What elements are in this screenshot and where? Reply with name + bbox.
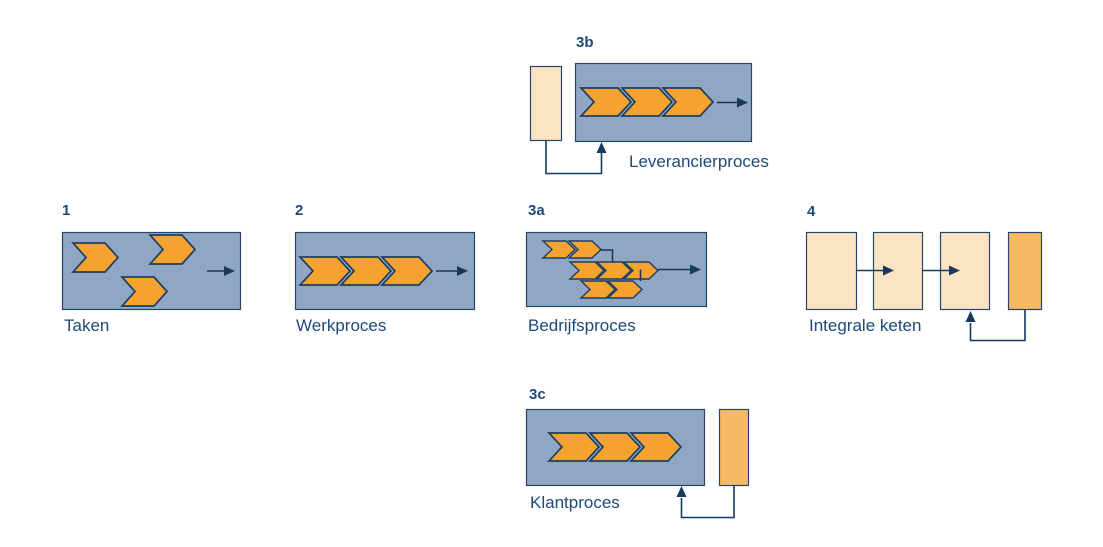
- chevron-process-arrow-icon: [541, 240, 577, 259]
- flow-arrow-icon: [923, 265, 960, 276]
- group-taken: [61, 231, 242, 311]
- werkproces-label: Werkproces: [296, 316, 387, 335]
- group-leverancierproces: [529, 62, 753, 175]
- werkproces-chevron-icons: [298, 256, 434, 286]
- flow-arrow-icon: [658, 264, 701, 275]
- chain-box-1: [805, 231, 858, 311]
- group-integrale-keten: [805, 231, 1043, 342]
- bedrijfsproces-number: 3a: [528, 202, 545, 219]
- chevron-process-arrow-icon: [620, 87, 674, 117]
- chevron-process-arrow-icon: [606, 280, 644, 299]
- row1-to-row2-connector: [601, 249, 614, 262]
- chevron-process-arrow-icon: [339, 256, 393, 286]
- chain-box-4: [1007, 231, 1043, 311]
- bedrijfsproces-row1-chevron-icons: [541, 240, 603, 259]
- chevron-process-arrow-icon: [120, 276, 169, 307]
- chevron-process-arrow-icon: [629, 432, 683, 462]
- chevron-process-arrow-icon: [588, 432, 642, 462]
- leverancierproces-chevron-icons: [579, 87, 715, 117]
- flow-arrow-icon: [207, 266, 235, 276]
- klantproces-number: 3c: [529, 386, 546, 403]
- integrale-keten-number: 4: [807, 203, 816, 220]
- chevron-process-arrow-icon: [380, 256, 434, 286]
- taken-label: Taken: [64, 316, 110, 335]
- chevron-process-arrow-icon: [661, 87, 715, 117]
- chevron-process-arrow-icon: [547, 432, 601, 462]
- bedrijfsproces-label: Bedrijfsproces: [528, 316, 636, 335]
- feedback-connector-arrow-icon: [676, 485, 735, 519]
- flow-arrow-icon: [436, 266, 468, 276]
- taken-number: 1: [62, 202, 71, 219]
- chevron-process-arrow-icon: [579, 280, 617, 299]
- chevron-process-arrow-icon: [568, 261, 606, 280]
- integrale-keten-label: Integrale keten: [809, 316, 922, 335]
- bedrijfsproces-row3-chevron-icons: [579, 280, 644, 299]
- chevron-process-arrow-icon: [71, 242, 120, 273]
- supplier-external-box: [529, 65, 563, 142]
- chain-box-2: [872, 231, 924, 311]
- group-werkproces: [294, 231, 476, 311]
- flow-arrow-icon: [717, 97, 748, 108]
- chevron-process-arrow-icon: [579, 87, 633, 117]
- werkproces-number: 2: [295, 202, 304, 219]
- chevron-process-arrow-icon: [567, 240, 603, 259]
- chevron-process-arrow-icon: [595, 261, 633, 280]
- klantproces-label: Klantproces: [530, 493, 620, 512]
- flow-arrow-icon: [857, 265, 894, 276]
- chevron-process-arrow-icon: [298, 256, 352, 286]
- taken-chevron-icons: [71, 234, 197, 307]
- feedback-connector-arrow-icon: [965, 310, 1026, 342]
- group-bedrijfsproces: [525, 231, 708, 308]
- bedrijfsproces-row2-chevron-icons: [568, 261, 660, 280]
- group-klantproces: [525, 408, 750, 519]
- klantproces-chevron-icons: [547, 432, 683, 462]
- feedback-connector-arrow-icon: [545, 141, 607, 175]
- customer-external-box: [718, 408, 750, 487]
- leverancierproces-label: Leverancierproces: [629, 152, 769, 171]
- chevron-process-arrow-icon: [148, 234, 197, 265]
- leverancierproces-number: 3b: [576, 34, 594, 51]
